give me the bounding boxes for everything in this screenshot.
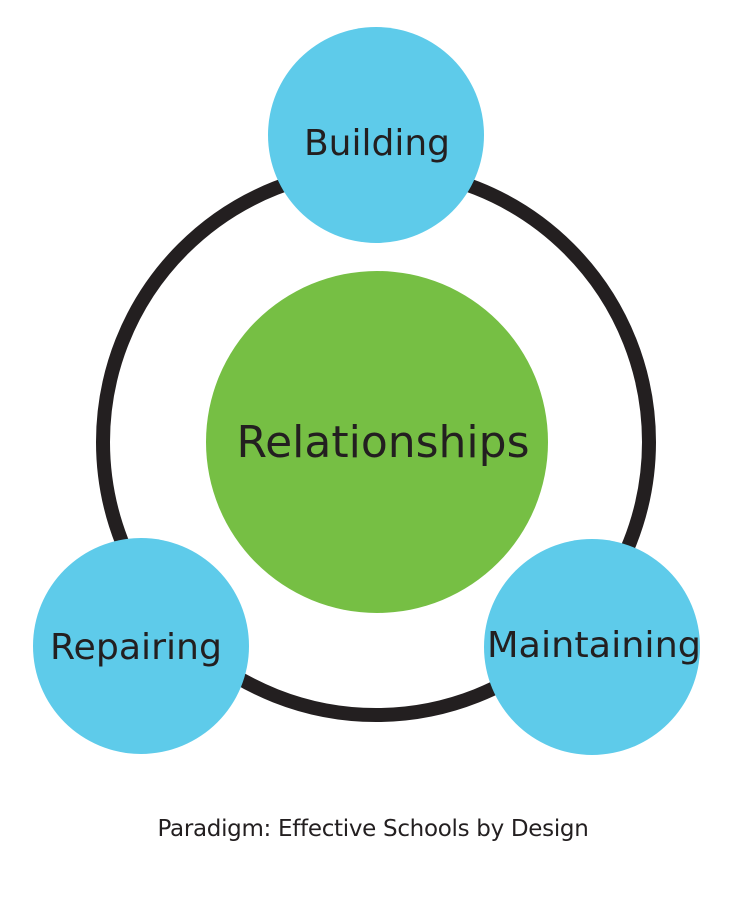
center-circle <box>206 271 548 613</box>
center-label: Relationships <box>236 417 529 468</box>
node-maintaining: Maintaining <box>484 539 701 755</box>
node-building-circle <box>268 27 484 243</box>
node-repairing-label: Repairing <box>50 627 222 668</box>
node-building: Building <box>268 27 484 243</box>
node-building-label: Building <box>304 123 450 164</box>
figure-caption: Paradigm: Effective Schools by Design <box>157 816 589 842</box>
node-repairing-circle <box>33 538 249 754</box>
node-repairing: Repairing <box>33 538 249 754</box>
node-maintaining-label: Maintaining <box>487 625 701 666</box>
node-maintaining-circle <box>484 539 700 755</box>
